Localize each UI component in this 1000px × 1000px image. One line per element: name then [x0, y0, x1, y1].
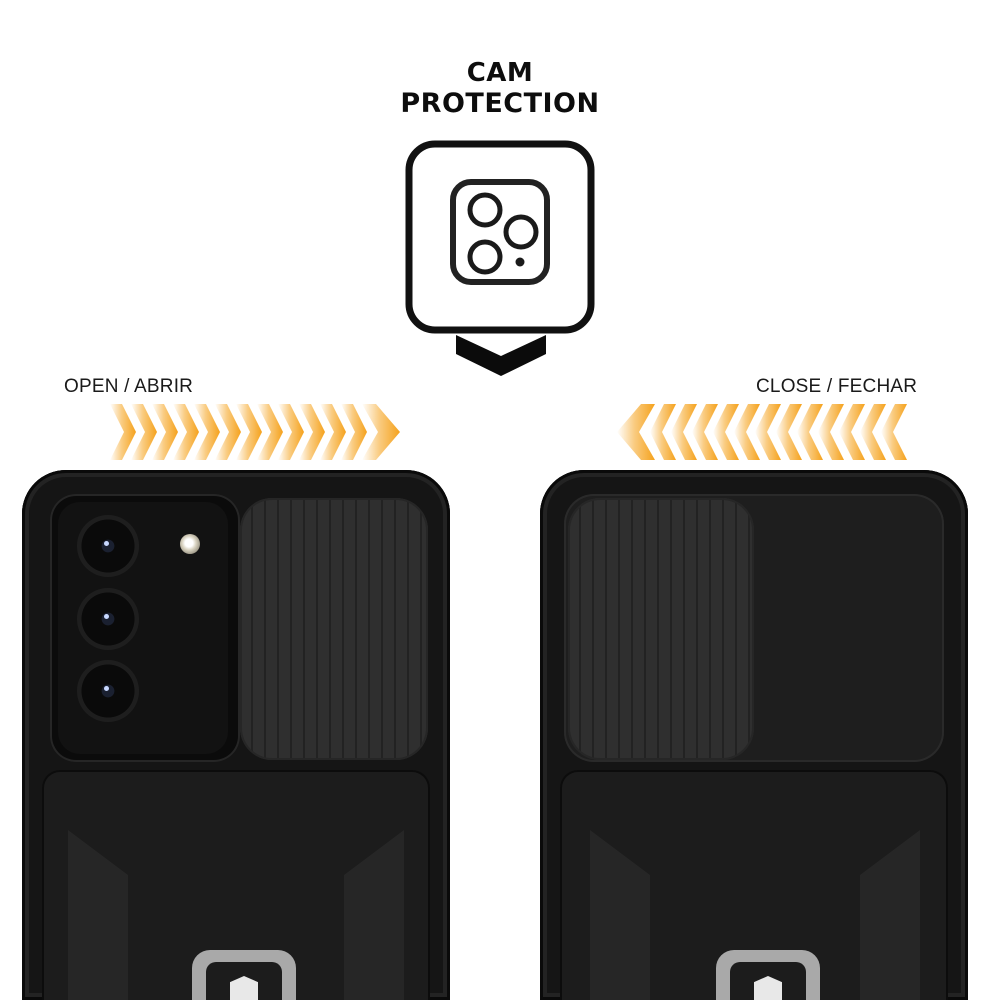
- left-wing-panel: [68, 830, 128, 1000]
- chevron-down-icon: [456, 330, 546, 380]
- chevron-right-icon: [110, 404, 405, 460]
- phone-case-open: [22, 470, 450, 1000]
- close-label: CLOSE / FECHAR: [756, 376, 918, 397]
- camera-module-icon: [405, 140, 595, 380]
- camera-slider-closed[interactable]: [568, 498, 754, 760]
- open-label: OPEN / ABRIR: [64, 376, 194, 397]
- flash-icon: [180, 534, 200, 554]
- case-lower-body: [560, 770, 948, 1000]
- title-line-1: CAM: [466, 58, 534, 88]
- camera-lens-3: [77, 660, 139, 722]
- case-lower-body: [42, 770, 430, 1000]
- camera-lens-2: [77, 588, 139, 650]
- phone-case-closed: [540, 470, 968, 1000]
- right-wing-panel: [344, 830, 404, 1000]
- ring-holder: [716, 950, 820, 1000]
- title-line-2: PROTECTION: [400, 88, 600, 119]
- chevron-left-icon: [612, 404, 907, 460]
- right-wing-panel: [860, 830, 920, 1000]
- left-wing-panel: [590, 830, 650, 1000]
- camera-lens-1: [77, 515, 139, 577]
- ring-holder: [192, 950, 296, 1000]
- camera-slider-open[interactable]: [240, 498, 428, 760]
